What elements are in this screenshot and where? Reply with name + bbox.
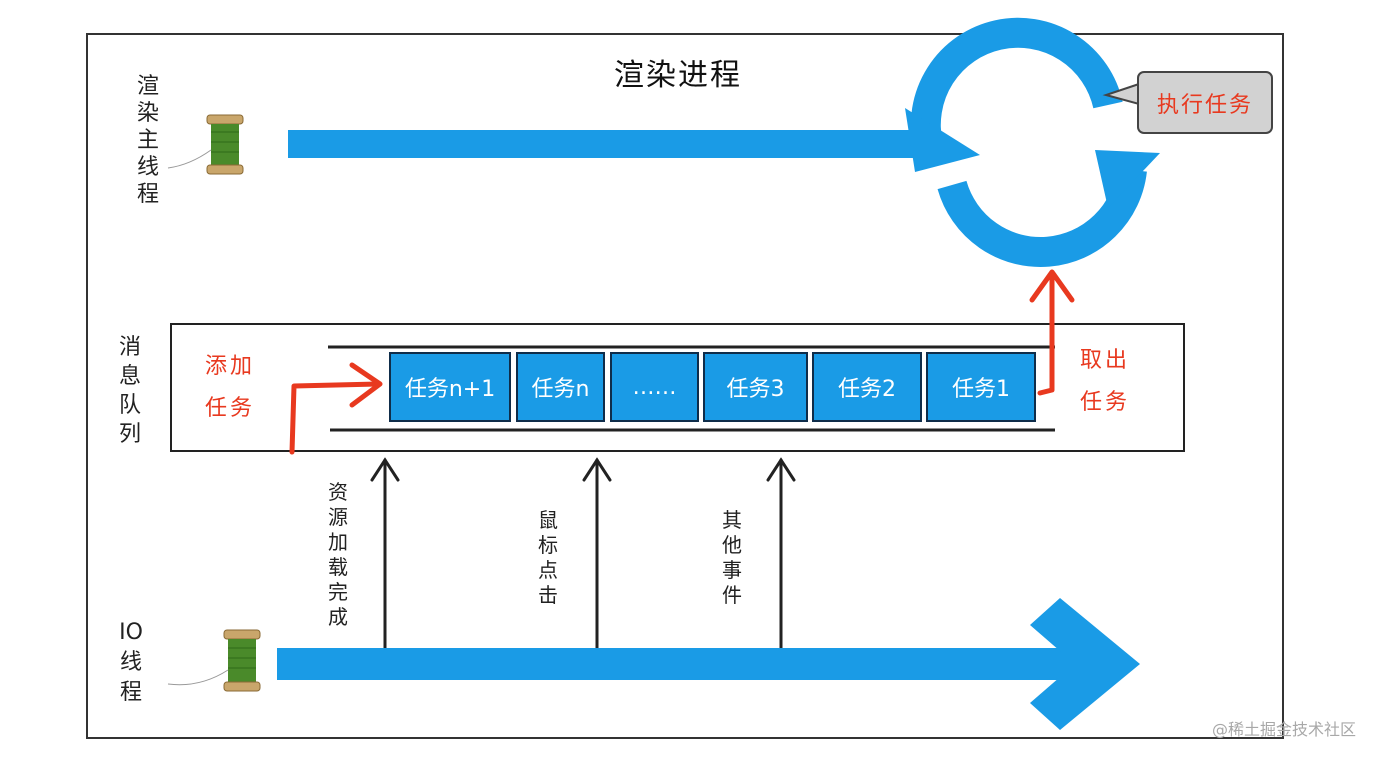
loop-cycle-icon <box>910 17 1147 268</box>
loop-arrowhead-left <box>905 108 980 172</box>
event-char: 件 <box>722 583 742 607</box>
event-char: 成 <box>328 605 348 629</box>
spool-icon-io <box>167 629 261 692</box>
render-process-frame <box>86 33 1284 739</box>
queue-char: 消 <box>118 335 141 360</box>
event-char: 其 <box>722 508 742 532</box>
spool-icon-main <box>167 114 244 175</box>
add-task-line: 添加 <box>205 354 256 379</box>
task-box: 任务n <box>516 352 605 422</box>
queue-char: 队 <box>118 393 141 418</box>
diagram-title: 渲染进程 <box>614 58 742 93</box>
io-thread-arrowhead <box>1030 598 1140 730</box>
event-char: 鼠 <box>538 508 558 532</box>
event-char: 击 <box>538 583 558 607</box>
add-task-label: 添加 任务 <box>205 346 255 430</box>
event-char: 资 <box>328 480 348 504</box>
task-box: …… <box>610 352 699 422</box>
message-queue-label: 消 息 队 列 <box>115 333 145 449</box>
resource-loaded-event-label: 资 源 加 载 完 成 <box>325 480 351 630</box>
task-box: 任务n+1 <box>389 352 511 422</box>
main-thread-bar <box>288 130 928 158</box>
io-thread-char: 程 <box>119 680 142 705</box>
event-char: 载 <box>328 555 348 579</box>
take-task-label: 取出 任务 <box>1080 340 1130 424</box>
main-thread-char: 主 <box>136 128 159 153</box>
io-thread-bar <box>277 648 1087 680</box>
io-thread-char: 线 <box>119 650 142 675</box>
main-thread-char: 线 <box>136 155 159 180</box>
main-thread-char: 渲 <box>136 74 159 99</box>
main-thread-char: 程 <box>136 182 159 207</box>
task-box: 任务3 <box>703 352 808 422</box>
io-thread-label: IO 线 程 <box>116 618 146 708</box>
event-char: 事 <box>722 558 742 582</box>
watermark: @稀土掘金技术社区 <box>1212 720 1357 739</box>
take-task-line: 任务 <box>1080 390 1131 415</box>
add-task-arrow <box>289 362 383 455</box>
main-thread-char: 染 <box>136 101 159 126</box>
execute-task-bubble: 执行任务 <box>1137 71 1273 134</box>
event-char: 源 <box>328 505 348 529</box>
event-char: 完 <box>328 580 348 604</box>
loop-arrowhead-right <box>1095 150 1160 208</box>
main-thread-label: 渲 染 主 线 程 <box>133 73 163 208</box>
event-arrows <box>370 457 796 650</box>
queue-char: 列 <box>118 422 141 447</box>
event-char: 他 <box>722 533 742 557</box>
task-box: 任务1 <box>926 352 1036 422</box>
event-char: 标 <box>538 533 558 557</box>
take-task-arrow <box>1029 269 1075 396</box>
take-task-line: 取出 <box>1080 348 1131 373</box>
add-task-line: 任务 <box>205 396 256 421</box>
io-thread-char: IO <box>119 620 143 645</box>
event-char: 点 <box>538 558 558 582</box>
mouse-click-event-label: 鼠 标 点 击 <box>535 508 561 608</box>
other-event-label: 其 他 事 件 <box>719 508 745 608</box>
event-char: 加 <box>328 530 348 554</box>
task-box: 任务2 <box>812 352 922 422</box>
queue-char: 息 <box>118 364 141 389</box>
message-queue-box <box>170 323 1185 452</box>
